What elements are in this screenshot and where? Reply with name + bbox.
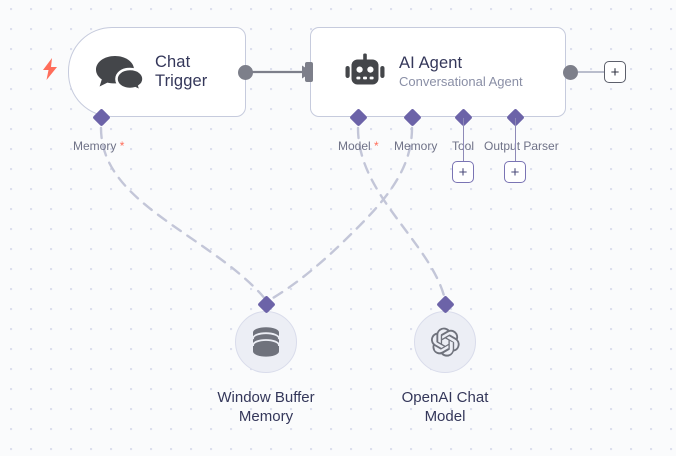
ai-agent-model-required-asterisk: * bbox=[374, 139, 379, 153]
plus-icon: + bbox=[510, 163, 520, 181]
connector-chat-trigger-memory-to-window-buffer bbox=[99, 126, 268, 302]
openai-chat-model-label-line2: Model bbox=[424, 408, 466, 425]
ai-agent-text: AI Agent Conversational Agent bbox=[399, 54, 523, 90]
robot-icon bbox=[345, 53, 385, 91]
ai-agent-title: AI Agent bbox=[399, 54, 463, 72]
chat-trigger-title-line1: Chat bbox=[155, 53, 191, 71]
node-chat-trigger[interactable]: Chat Trigger bbox=[68, 27, 246, 117]
sub-node-openai-chat-model-label: OpenAI Chat Model bbox=[370, 388, 520, 426]
chat-trigger-memory-required-asterisk: * bbox=[119, 139, 125, 153]
add-output-parser-button[interactable]: + bbox=[504, 161, 526, 183]
openai-logo-icon bbox=[431, 327, 460, 357]
chat-bubbles-icon bbox=[93, 52, 143, 92]
connector-ai-agent-memory-to-window-buffer bbox=[266, 126, 414, 303]
plus-icon: + bbox=[458, 163, 468, 181]
chat-trigger-text: Chat Trigger bbox=[155, 53, 227, 91]
add-tool-button[interactable]: + bbox=[452, 161, 474, 183]
ai-agent-output-parser-label: Output Parser bbox=[484, 139, 559, 153]
ai-agent-memory-label: Memory bbox=[394, 139, 438, 153]
plus-icon: + bbox=[610, 63, 620, 81]
ai-agent-subtitle: Conversational Agent bbox=[399, 74, 523, 89]
chat-trigger-memory-label: Memory * bbox=[73, 139, 124, 153]
chat-trigger-title-line2: Trigger bbox=[155, 72, 208, 90]
sub-node-window-buffer-memory[interactable] bbox=[235, 311, 297, 373]
trigger-bolt-icon bbox=[42, 58, 58, 80]
window-buffer-memory-label-line2: Memory bbox=[238, 408, 294, 425]
sub-node-window-buffer-memory-label: Window Buffer Memory bbox=[191, 388, 341, 426]
tool-stem bbox=[462, 118, 465, 163]
add-next-node-button[interactable]: + bbox=[604, 61, 626, 83]
chat-trigger-memory-label-text: Memory bbox=[73, 139, 117, 153]
node-ai-agent[interactable]: AI Agent Conversational Agent bbox=[310, 27, 566, 117]
ai-agent-model-label-text: Model bbox=[338, 139, 371, 153]
sub-node-openai-chat-model[interactable] bbox=[414, 311, 476, 373]
ai-agent-model-label: Model * bbox=[338, 139, 379, 153]
openai-chat-model-label-line1: OpenAI Chat bbox=[401, 389, 489, 406]
ai-agent-output-endpoint[interactable] bbox=[563, 65, 578, 80]
connector-chat-trigger-to-ai-agent bbox=[252, 65, 312, 79]
chat-trigger-output-endpoint[interactable] bbox=[238, 65, 253, 80]
window-buffer-memory-label-line1: Window Buffer bbox=[217, 389, 315, 406]
output-parser-stem bbox=[514, 118, 517, 163]
ai-agent-input-endpoint[interactable] bbox=[305, 62, 313, 82]
connector-ai-agent-model-to-openai-chat-model bbox=[356, 126, 447, 302]
database-icon bbox=[252, 327, 280, 357]
